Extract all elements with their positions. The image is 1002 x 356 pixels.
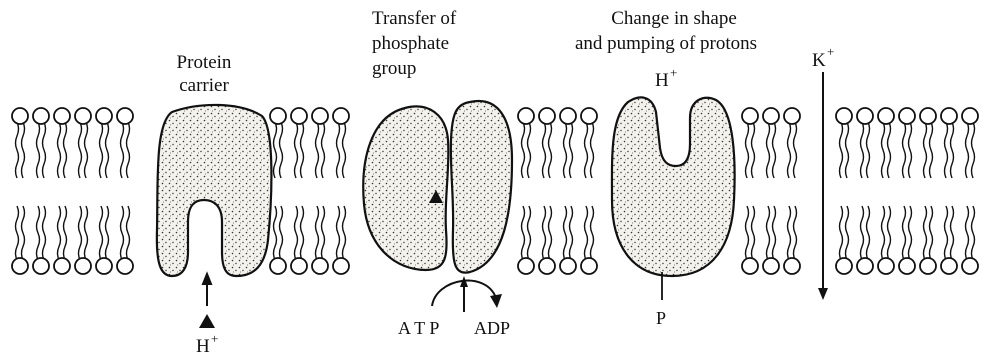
label-h-plus-bottom-sup: +	[211, 331, 218, 346]
phospholipid	[539, 108, 555, 274]
label-p: P	[656, 308, 666, 328]
phospholipid	[96, 108, 112, 274]
phospholipid	[560, 108, 576, 274]
label-k-plus-sup: +	[827, 44, 834, 59]
phospholipid	[836, 108, 852, 274]
protein-pump	[612, 97, 735, 276]
protein-lobe-left	[363, 106, 448, 270]
phospholipid	[33, 108, 49, 274]
phospholipid	[518, 108, 534, 274]
phospholipid	[742, 108, 758, 274]
triangle-marker-bottom	[199, 314, 215, 328]
phospholipid	[763, 108, 779, 274]
phospholipid	[333, 108, 349, 274]
phospholipid	[878, 108, 894, 274]
label-adp: ADP	[474, 318, 510, 338]
atp-adp-arrow	[432, 276, 502, 312]
label-protein: Protein	[177, 52, 232, 73]
label-phosphate: phosphate	[372, 33, 449, 54]
phospholipid	[75, 108, 91, 274]
label-h-plus-top: H	[655, 70, 669, 91]
phospholipid	[270, 108, 286, 274]
phospholipid	[12, 108, 28, 274]
label-carrier: carrier	[179, 75, 229, 96]
arrow-up-carrier	[203, 274, 211, 306]
protein-carrier-1	[157, 105, 272, 276]
label-k-plus: K	[812, 50, 826, 71]
phospholipid	[784, 108, 800, 274]
phospholipid	[962, 108, 978, 274]
phospholipid	[899, 108, 915, 274]
phospholipid	[941, 108, 957, 274]
phospholipid	[581, 108, 597, 274]
phospholipid	[920, 108, 936, 274]
label-group: group	[372, 58, 416, 79]
protein-lobe-right	[451, 101, 512, 273]
phospholipid	[54, 108, 70, 274]
phospholipid	[291, 108, 307, 274]
label-h-plus-top-sup: +	[670, 65, 677, 80]
label-atp: A T P	[398, 318, 439, 338]
label-transfer-of: Transfer of	[372, 8, 457, 29]
label-change-in-shape: Change in shape	[611, 8, 737, 29]
label-pumping-protons: and pumping of protons	[575, 33, 757, 54]
phospholipid	[857, 108, 873, 274]
label-h-plus-bottom: H	[196, 336, 210, 356]
phospholipid	[312, 108, 328, 274]
k-plus-arrow	[818, 72, 828, 300]
phospholipid	[117, 108, 133, 274]
